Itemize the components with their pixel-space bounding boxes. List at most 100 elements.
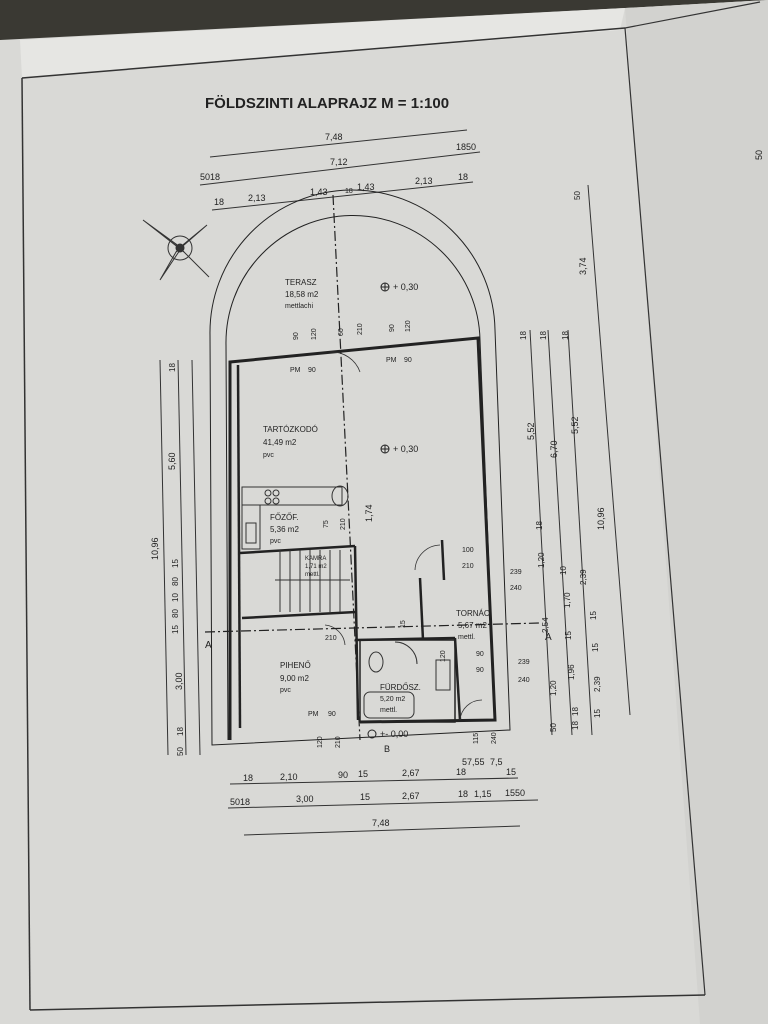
room-kamra-finish: mettl. — [305, 572, 320, 578]
right-dimensions — [529, 184, 631, 736]
dim-bottom-2-2: 15 — [360, 792, 370, 802]
door-swings — [324, 351, 483, 721]
dim-right-12: 2,39 — [579, 569, 588, 585]
dim-top-1-0: 7,48 — [325, 132, 343, 142]
dim-bottom-1-1: 2,10 — [280, 772, 298, 782]
d239-label-1: 239 — [510, 569, 522, 576]
left-dimensions — [159, 359, 201, 756]
w120-vert-4: 120 — [317, 736, 324, 748]
level-marker-entry: +- 0,00 — [367, 729, 408, 739]
dim-top-3-4: 1,43 — [357, 182, 375, 192]
stair-dim: 1,74 — [364, 504, 374, 522]
dim-left-7: 15 — [171, 625, 180, 634]
level-cross-icon — [381, 283, 389, 291]
dim-bottom-2-3: 2,67 — [402, 791, 420, 801]
border-top — [21, 27, 626, 79]
w90-label-4: 90 — [476, 651, 484, 658]
dim-right-14: 15 — [564, 631, 573, 640]
pm-label-1: PM — [290, 367, 301, 374]
dim-top-3-2: 1,43 — [310, 187, 328, 197]
dim-right-9: 1,20 — [537, 552, 546, 568]
room-terasz-finish: mettlachi — [285, 303, 313, 310]
room-terasz: TERASZ 18,58 m2 mettlachi — [285, 278, 319, 310]
dim-bottom-1-4: 2,67 — [402, 768, 420, 778]
d240-label-1: 240 — [510, 585, 522, 592]
dim-right-16: 15 — [589, 611, 598, 620]
dim-right-0: 50 — [573, 191, 582, 200]
dim-left-2: 18 — [168, 363, 177, 372]
room-terasz-name: TERASZ — [285, 278, 317, 287]
room-fozof-area: 5,36 m2 — [270, 525, 299, 534]
level-cross-icon — [381, 445, 389, 453]
dim-bottom-2-5: 1,15 — [474, 789, 492, 799]
building-outline — [209, 189, 511, 746]
dim-right-17: 1,96 — [567, 664, 576, 680]
dim-bottom-1-6: 57,55 — [462, 757, 485, 767]
border-bottom — [29, 994, 706, 1011]
dim-left-9: 18 — [176, 727, 185, 736]
d240-label-2: 240 — [518, 677, 530, 684]
border-left — [21, 77, 31, 1011]
dim-left-1: 5,60 — [167, 452, 177, 470]
dim-right-10: 18 — [535, 521, 544, 530]
w90-label-2: 90 — [404, 357, 412, 364]
dim-top-3-5: 2,13 — [415, 176, 433, 186]
w120-vert-3: 120 — [440, 650, 447, 662]
pm-label-2: PM — [386, 357, 397, 364]
d115-vert: 115 — [473, 733, 480, 744]
section-mark-b: B — [384, 744, 390, 754]
w120-vert-1: 120 — [311, 328, 318, 340]
dim-right-18: 15 — [591, 643, 600, 652]
dim-left-0: 10,96 — [150, 537, 160, 560]
dim-bottom-1-5: 18 — [456, 767, 466, 777]
border-next — [624, 1, 761, 29]
dim-right-7: 5,52 — [570, 416, 580, 434]
d75-vert: 75 — [323, 520, 330, 528]
dim-left-3: 15 — [171, 559, 180, 568]
section-mark-a-left: A — [205, 640, 212, 651]
dim-right-3: 5,52 — [526, 422, 536, 440]
pm-label-3: PM — [308, 711, 319, 718]
dim-top-3-0: 18 — [214, 197, 224, 207]
d239-label-2: 239 — [518, 659, 530, 666]
room-kamra: KAMRA 1,71 m2 mettl. — [305, 556, 327, 578]
d210-vert-2: 210 — [340, 518, 347, 530]
top-dimensions — [199, 129, 481, 211]
bottom-dimensions — [227, 777, 539, 836]
dim-right-6: 18 — [561, 331, 570, 340]
room-tornac: TORNÁC 5,67 m2 mettl. — [456, 609, 490, 641]
dim-right-21: 2,39 — [593, 676, 602, 692]
level-marker-terrace: + 0,30 — [380, 282, 418, 292]
north-arrow-icon — [142, 219, 210, 281]
d210-label-3: 210 — [462, 563, 474, 570]
dim-left-6: 80 — [171, 609, 180, 618]
dim-bottom-1-7: 7,5 — [490, 757, 503, 767]
dim-right-8: 10,96 — [596, 507, 606, 530]
room-kamra-name: KAMRA — [305, 556, 326, 562]
dim-right-5: 6,70 — [549, 440, 559, 458]
w90-label-5: 90 — [476, 667, 484, 674]
dim-top-2-1: 7,12 — [330, 157, 348, 167]
section-lines — [204, 194, 541, 741]
level-main-text: + 0,30 — [393, 444, 418, 454]
dim-bottom-1-0: 18 — [243, 773, 253, 783]
level-entry-text: +- 0,00 — [380, 729, 408, 739]
d210-label-4: 210 — [325, 635, 337, 642]
level-icon — [367, 729, 377, 739]
page-edge-note: 50 — [754, 150, 764, 160]
d210-vert-5: 210 — [335, 736, 342, 748]
d100-label: 100 — [462, 547, 474, 554]
interior-walls — [236, 364, 462, 729]
dim-left-8: 3,00 — [174, 672, 184, 690]
dim-right-20: 18 — [571, 707, 580, 716]
dim-bottom-1-8: 15 — [506, 767, 516, 777]
room-piheno: PIHENŐ 9,00 m2 pvc — [280, 661, 311, 694]
dim-bottom-2-0: 5018 — [230, 797, 250, 807]
dim-right-1: 3,74 — [578, 257, 588, 275]
level-marker-main: + 0,30 — [380, 444, 418, 454]
d15-vert: 15 — [400, 620, 407, 628]
dim-right-15: 1,70 — [563, 592, 572, 608]
dim-right-24: 18 — [571, 721, 580, 730]
dim-left-4: 80 — [171, 577, 180, 586]
